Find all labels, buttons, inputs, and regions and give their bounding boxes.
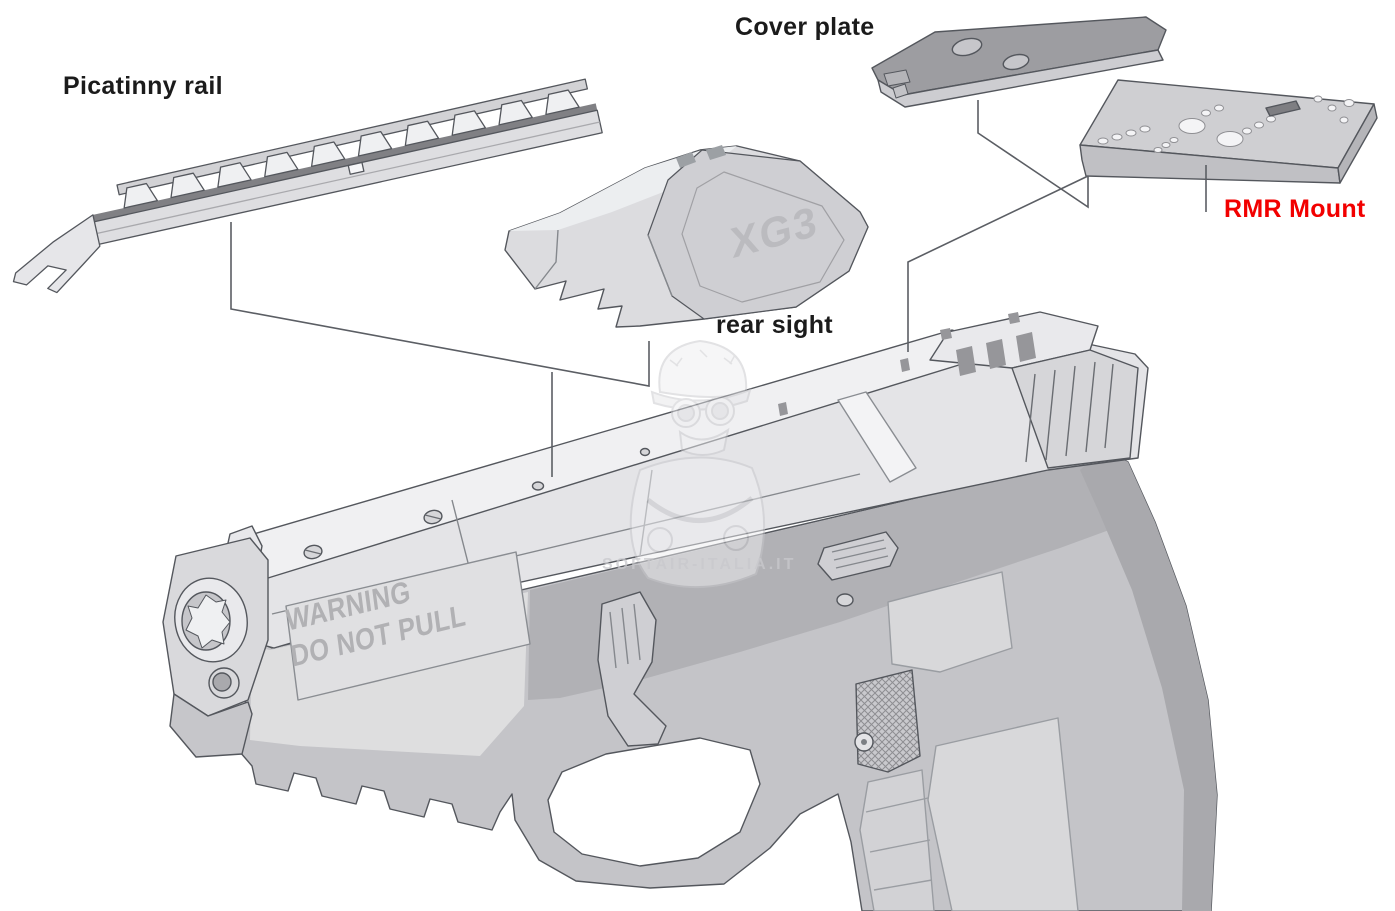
- label-picatinny-rail: Picatinny rail: [63, 72, 223, 100]
- leader-lines: [230, 100, 1207, 477]
- grip-backstrap: [1080, 450, 1217, 911]
- warning-panel: [285, 551, 531, 701]
- mag-release-button: [855, 669, 921, 773]
- grip-front-panel: [859, 769, 935, 911]
- cover-plate-hole: [1002, 53, 1030, 71]
- trigger-guard: [547, 737, 761, 867]
- picatinny-rail-part: [12, 78, 603, 294]
- rail-nose: [12, 214, 101, 294]
- grip-panel: [887, 571, 1013, 673]
- label-cover-plate: Cover plate: [735, 13, 875, 41]
- slide-screws: [303, 447, 651, 560]
- label-rmr-mount: RMR Mount: [1224, 195, 1366, 223]
- watermark-mascot: [629, 339, 766, 589]
- trigger: [597, 591, 667, 747]
- rmr-mount-holes: [1097, 95, 1355, 153]
- rmr-mount-slot: [1265, 100, 1301, 117]
- label-rear-sight: rear sight: [716, 311, 833, 339]
- compensator-bore: [185, 594, 231, 649]
- leader-cover-plate: [977, 100, 1089, 209]
- rear-sight-part: [504, 145, 869, 328]
- sight-dovetail-cuts: [778, 312, 1036, 416]
- leader-rmr-to-slide: [907, 175, 1089, 352]
- watermark-text: SOFTAIR-ITALIA.IT: [602, 556, 797, 573]
- rail-teeth: [123, 89, 580, 209]
- cover-plate-part: [871, 16, 1167, 108]
- leader-picatinny-rail: [230, 222, 650, 387]
- grip-panel: [927, 717, 1079, 911]
- rmr-mount-part: [1079, 79, 1378, 184]
- cover-plate-hole: [951, 37, 983, 57]
